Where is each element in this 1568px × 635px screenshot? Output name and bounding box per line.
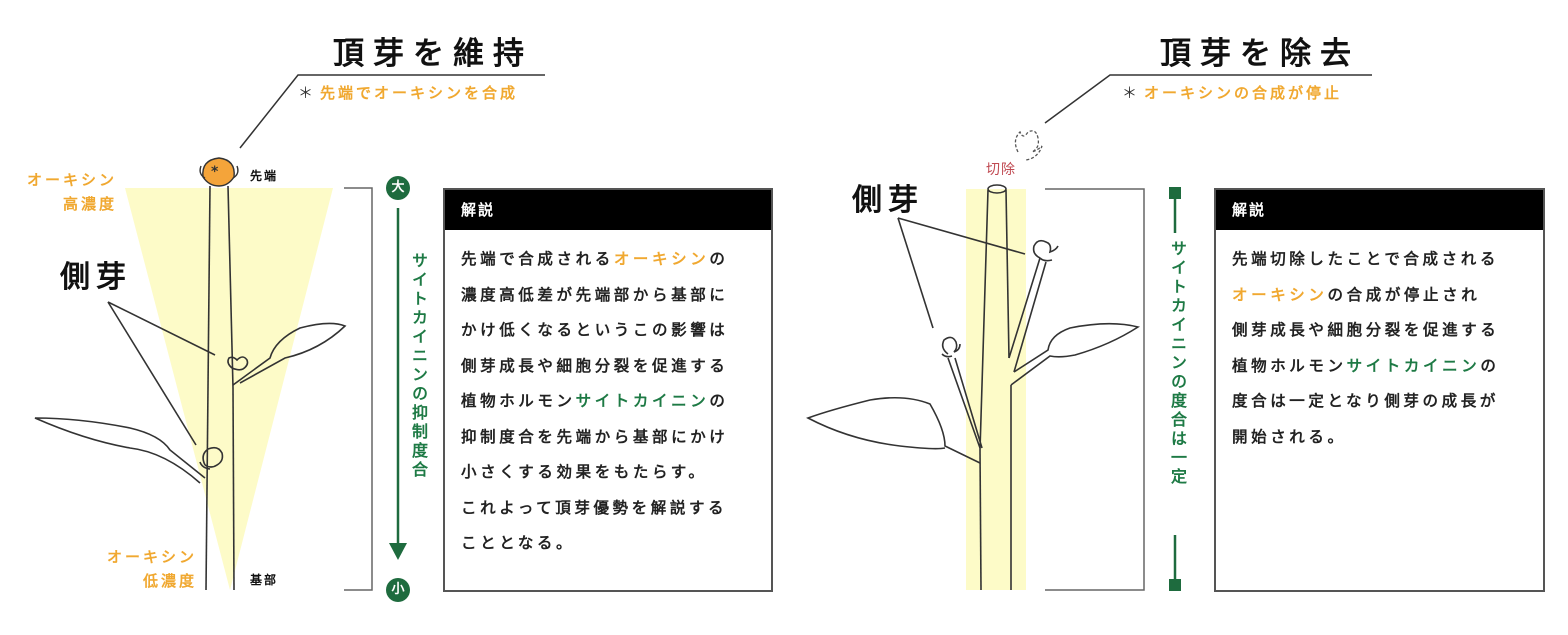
- right-explanation-panel: 解説 先端切除したことで合成されるオーキシンの合成が停止され側芽成長や細胞分裂を…: [1214, 188, 1545, 592]
- panel-header: 解説: [445, 190, 771, 230]
- left-lateral-bud-label: 側芽: [60, 260, 132, 295]
- explanation-line: これよって頂芽優勢を解説する: [461, 498, 728, 517]
- explanation-line: 植物ホルモンサイトカイニンの: [461, 392, 729, 410]
- right-range-bracket: [1045, 188, 1145, 591]
- scale-large-badge: 大: [386, 176, 410, 200]
- asterisk: ＊: [298, 84, 317, 102]
- explanation-line: かけ低くなるというこの影響は: [461, 321, 729, 339]
- right-plant: [806, 184, 1140, 591]
- left-explanation-panel: 解説 先端で合成されるオーキシンの濃度高低差が先端部から基部にかけ低くなるという…: [443, 188, 773, 592]
- right-title: 頂芽を除去: [1160, 36, 1360, 72]
- asterisk: ＊: [1122, 84, 1141, 102]
- left-range-bracket: [344, 187, 373, 591]
- explanation-line: 抑制度合を先端から基部にかけ: [461, 427, 729, 446]
- explanation-line: こととなる。: [461, 534, 576, 552]
- scale-small-badge: 小: [386, 578, 410, 602]
- auxin-high-label: オーキシン 高濃度: [26, 171, 117, 213]
- arrow-down-icon: [389, 543, 407, 560]
- auxin-uniform-area: [966, 189, 1026, 590]
- explanation-line: 先端で合成されるオーキシンの: [461, 250, 729, 268]
- auxin-low-label: オーキシン 低濃度: [106, 548, 197, 590]
- explanation-line: 小さくする効果をもたらす。: [461, 463, 708, 481]
- right-lateral-bud-label: 側芽: [852, 183, 924, 218]
- title-leader-line-right: [1044, 74, 1372, 124]
- explanation-line: 側芽成長や細胞分裂を促進する: [1232, 321, 1500, 339]
- cytokinin-suppression-scale-label: サイトカイニンの抑制度合: [406, 252, 430, 480]
- panel-body: 先端で合成されるオーキシンの濃度高低差が先端部から基部にかけ低くなるというこの影…: [445, 230, 771, 562]
- explanation-line: 濃度高低差が先端部から基部に: [461, 285, 729, 304]
- explanation-line: 植物ホルモンサイトカイニンの: [1232, 356, 1500, 375]
- explanation-line: 度合は一定となり側芽の成長が: [1232, 392, 1499, 410]
- explanation-line: オーキシンの合成が停止され: [1232, 285, 1481, 304]
- explanation-line: 側芽成長や細胞分裂を促進する: [461, 356, 729, 375]
- right-subtitle: ＊オーキシンの合成が停止: [1122, 84, 1343, 102]
- panel-body: 先端切除したことで合成されるオーキシンの合成が停止され側芽成長や細胞分裂を促進す…: [1216, 230, 1543, 455]
- cytokinin-constant-scale-label: サイトカイニンの度合は一定: [1168, 240, 1187, 487]
- cut-label: 切除: [986, 162, 1016, 178]
- base-label: 基部: [250, 573, 279, 587]
- tip-label: 先端: [250, 169, 279, 183]
- panel-header: 解説: [1216, 190, 1543, 230]
- explanation-line: 先端切除したことで合成される: [1232, 250, 1499, 268]
- auxin-gradient-area: [125, 188, 333, 590]
- apical-bud-icon: [202, 157, 235, 187]
- title-leader-line: [239, 74, 545, 149]
- removed-bud-icon: [1014, 130, 1043, 161]
- left-subtitle: ＊先端でオーキシンを合成: [298, 84, 519, 102]
- explanation-line: 開始される。: [1232, 427, 1347, 446]
- left-plant: [34, 185, 347, 591]
- left-title: 頂芽を維持: [333, 36, 533, 72]
- asterisk-mark-icon: *: [211, 164, 219, 180]
